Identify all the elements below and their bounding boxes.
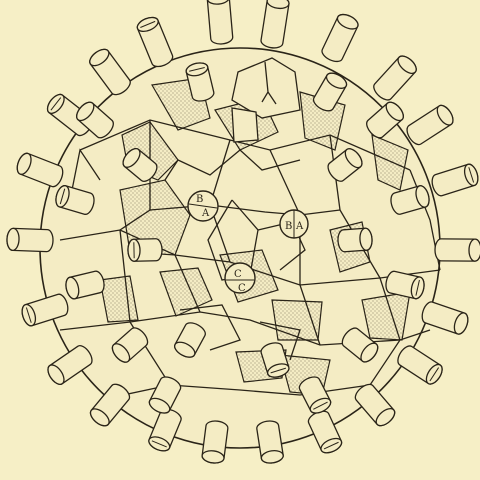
label-a-left: A	[201, 208, 210, 219]
projection-cylinder	[207, 0, 233, 45]
projection-cylinder	[395, 343, 446, 387]
marker-ba-left: B A	[188, 191, 218, 221]
projection-cylinder	[128, 239, 162, 262]
projection-cylinder	[135, 15, 174, 70]
projection-cylinder	[201, 420, 228, 464]
label-b-right: B	[285, 221, 292, 232]
label-b-left: B	[196, 194, 203, 205]
label-a-right: A	[295, 221, 304, 232]
projection-cylinder	[430, 163, 480, 198]
marker-cc-center: C C	[225, 263, 255, 294]
projection-cylinder	[371, 53, 420, 103]
projection-cylinder	[260, 0, 290, 49]
marker-ba-right: B A	[280, 210, 308, 238]
projection-cylinder	[87, 46, 133, 98]
projection-cylinder	[435, 239, 480, 261]
projection-cylinder	[15, 151, 66, 188]
projection-cylinder	[7, 228, 54, 252]
projection-cylinder	[320, 12, 360, 65]
label-c-upper: C	[234, 269, 242, 280]
projection-cylinder	[337, 228, 372, 252]
label-c-lower: C	[238, 283, 246, 294]
projection-cylinder	[404, 103, 456, 148]
